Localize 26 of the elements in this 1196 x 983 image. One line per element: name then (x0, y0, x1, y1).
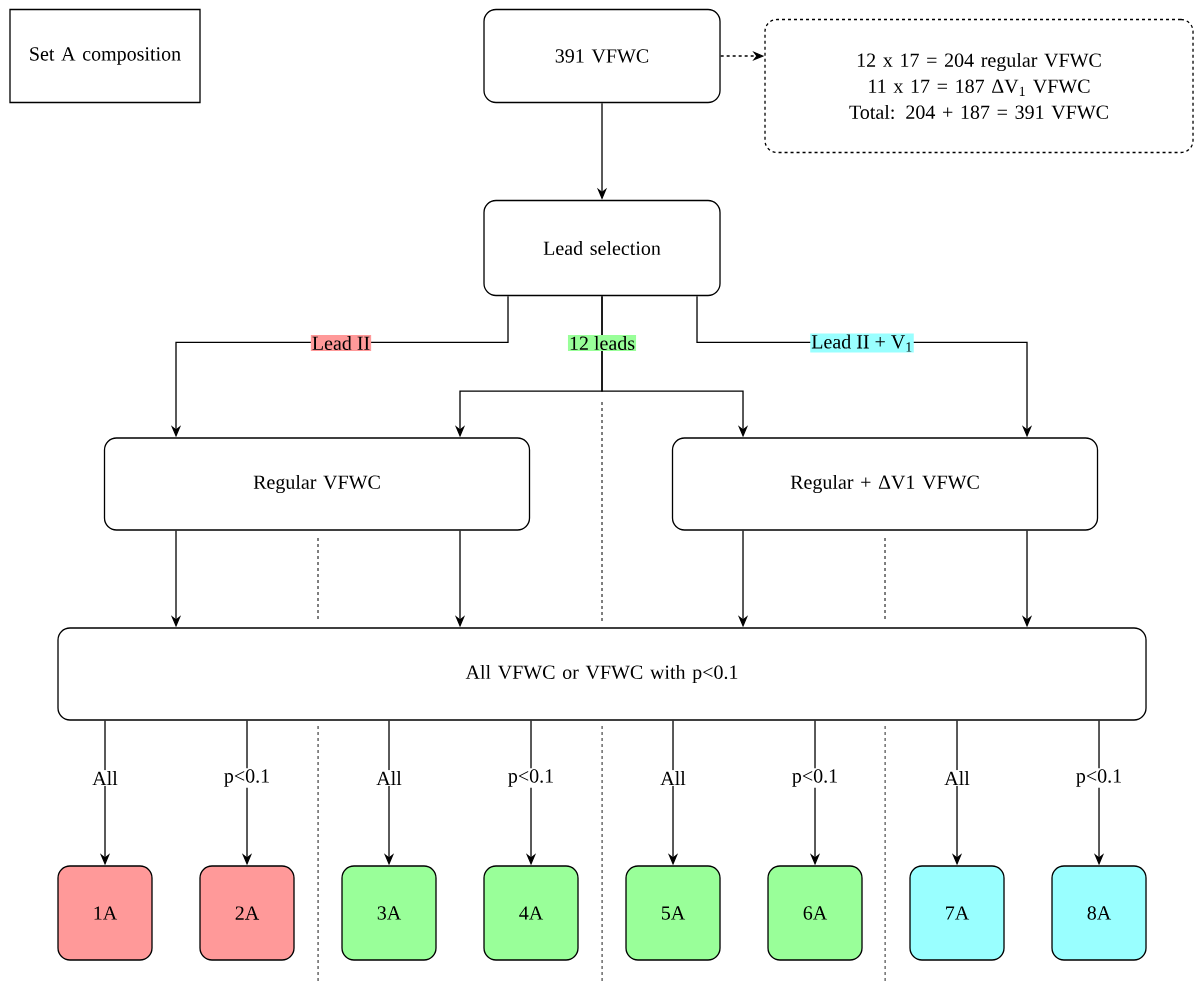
edge-label: All (943, 770, 971, 786)
process-box: 391 VFWC (483, 8, 721, 104)
result-box: 5A (625, 865, 721, 961)
result-box: 8A (1051, 865, 1147, 961)
process-box: Regular + ΔV1 VFWC (671, 437, 1099, 531)
edge-label: p<0.1 (1074, 768, 1124, 788)
result-box: 3A (341, 865, 437, 961)
edge-label: Lead II + V$_{1}$ (810, 333, 914, 353)
edge-label: All (91, 770, 119, 786)
edge-label: All (375, 770, 403, 786)
result-box: 7A (909, 865, 1005, 961)
note-box: 12 x 17 = 204 regular VFWC 11 x 17 = 187 ΔV$_{1}$ VFWC Total: 204 + 187 = 391 VFWC (764, 18, 1194, 154)
result-box: 1A (57, 865, 153, 961)
edge-label: Lead II (310, 334, 372, 352)
edge-label: p<0.1 (506, 768, 556, 788)
process-box: All VFWC or VFWC with p<0.1 (57, 627, 1147, 721)
edge-label: All (659, 770, 687, 786)
edge-label: p<0.1 (790, 768, 840, 788)
result-box: 2A (199, 865, 295, 961)
result-box: 4A (483, 865, 579, 961)
edge-label: 12 leads (567, 334, 637, 352)
result-box: 6A (767, 865, 863, 961)
edge-label: p<0.1 (222, 768, 272, 788)
process-box: Lead selection (483, 199, 721, 297)
process-box: Regular VFWC (103, 437, 531, 531)
title-box: Set A composition (9, 8, 201, 104)
